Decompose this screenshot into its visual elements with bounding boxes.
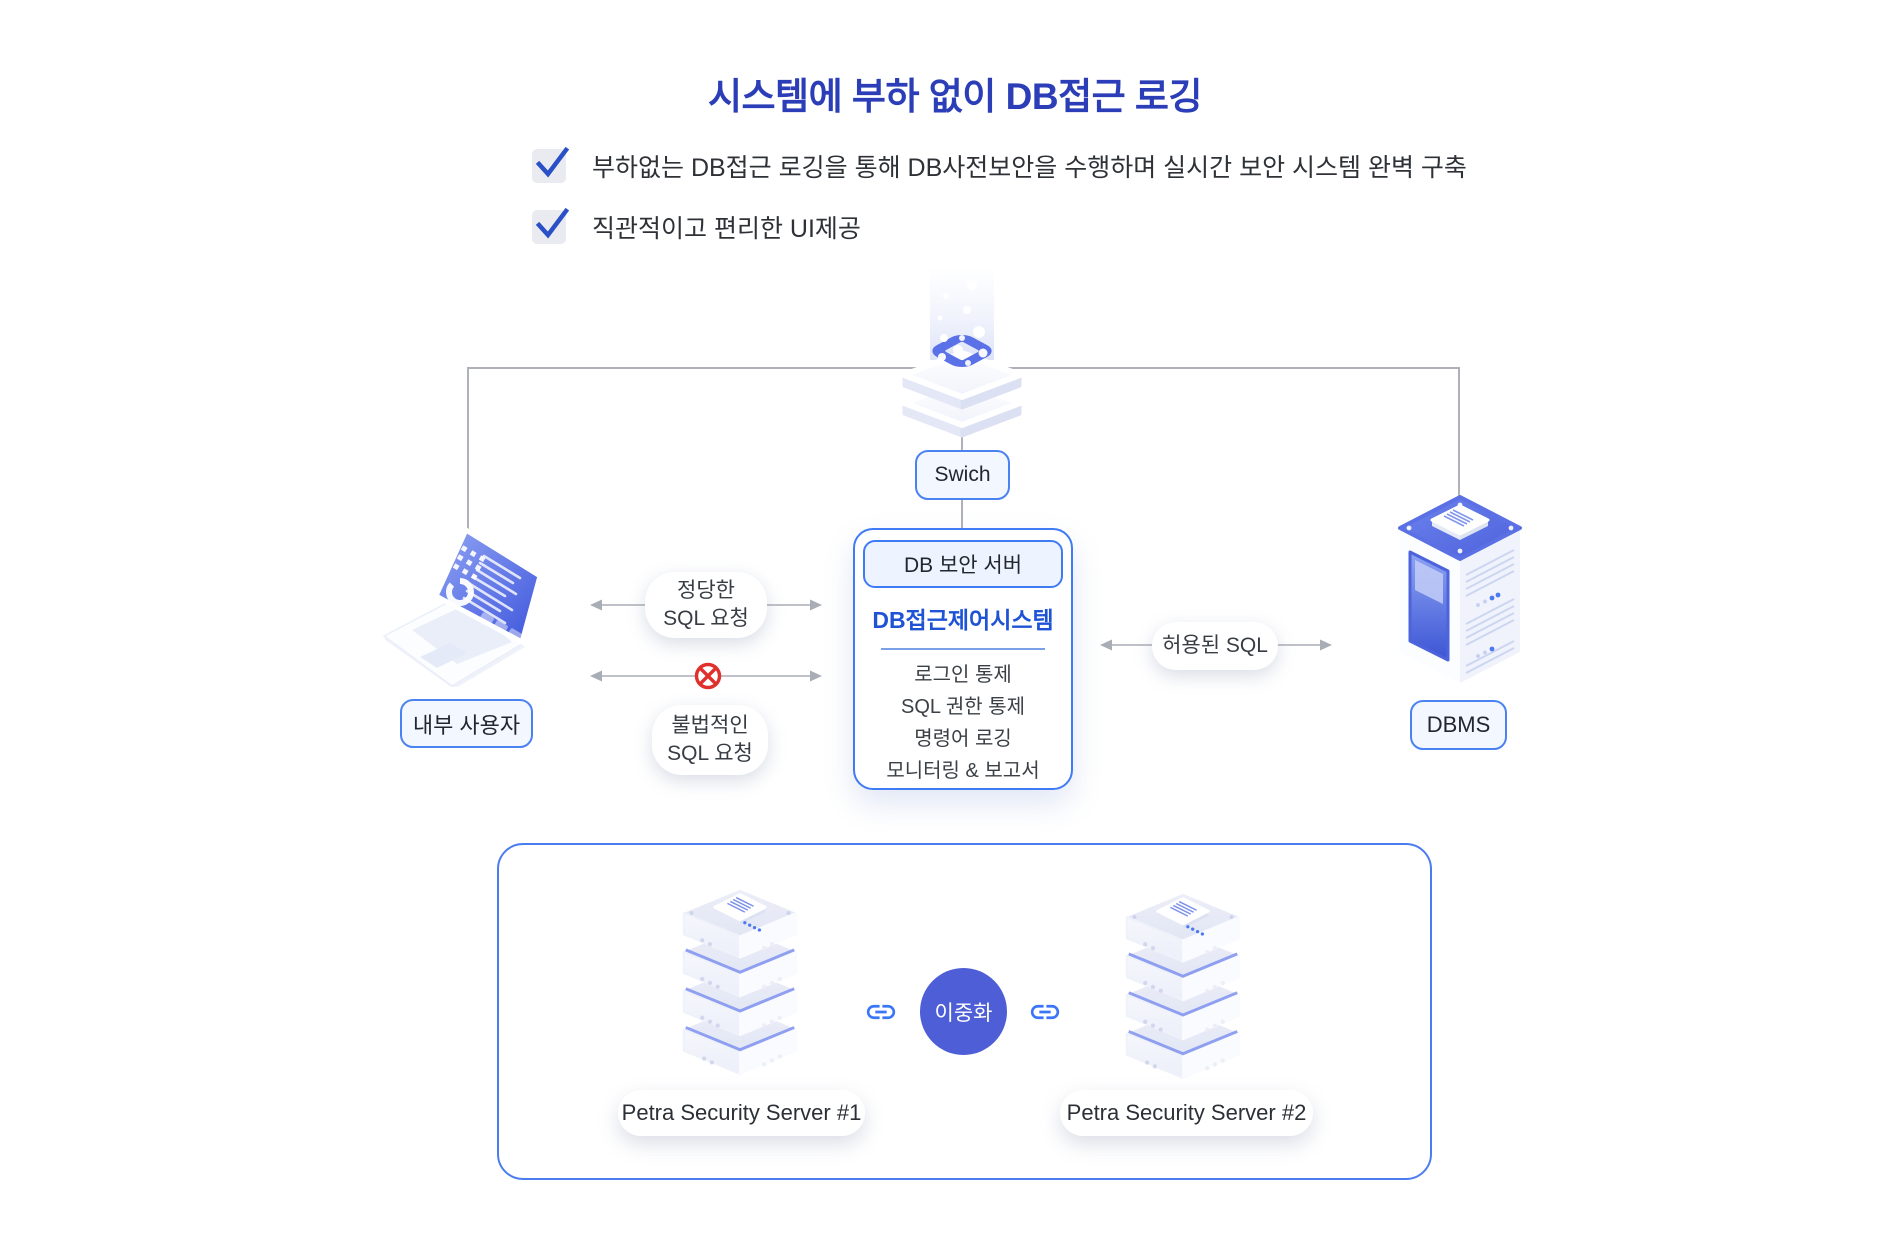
switch-label: Swich (915, 450, 1010, 500)
connector-vertical-dbms (1458, 367, 1460, 498)
petra-server-2-label: Petra Security Server #2 (1060, 1090, 1313, 1136)
link-icon-right (1030, 1004, 1060, 1020)
petra-server-1-label: Petra Security Server #1 (618, 1090, 865, 1136)
internal-user-laptop-icon (383, 527, 543, 687)
db-security-server-title: DB 보안 서버 (863, 540, 1063, 588)
feature-list: 로그인 통제 SQL 권한 통제 명령어 로깅 모니터링 & 보고서 (855, 659, 1071, 787)
bullet-text: 부하없는 DB접근 로깅을 통해 DB사전보안을 수행하며 실시간 보안 시스템… (592, 154, 1467, 182)
bullet-text: 직관적이고 편리한 UI제공 (592, 215, 861, 243)
petra-server-stack-1-icon (682, 889, 798, 1075)
divider (881, 648, 1045, 650)
dbms-server-icon (1398, 495, 1522, 683)
page-title: 시스템에 부하 없이 DB접근 로깅 (707, 76, 1203, 117)
feature-item: 모니터링 & 보고서 (886, 760, 1040, 782)
feature-item: 로그인 통제 (914, 664, 1012, 686)
db-security-server-box: DB 보안 서버 DB접근제어시스템 로그인 통제 SQL 권한 통제 명령어 … (853, 528, 1073, 790)
valid-sql-pill: 정당한 SQL 요청 (645, 572, 767, 638)
db-access-control-system-name: DB접근제어시스템 (872, 607, 1054, 633)
redundancy-badge: 이중화 (920, 968, 1007, 1055)
dbms-label: DBMS (1410, 700, 1507, 750)
link-icon-left (866, 1004, 896, 1020)
bullet-row: 부하없는 DB접근 로깅을 통해 DB사전보안을 수행하며 실시간 보안 시스템… (532, 146, 1467, 184)
switch-icon (901, 265, 1023, 438)
illegal-sql-pill: 불법적인 SQL 요청 (652, 705, 768, 775)
feature-item: SQL 권한 통제 (901, 696, 1025, 718)
blocked-icon (694, 662, 722, 690)
petra-server-stack-2-icon (1125, 892, 1241, 1080)
bullet-row: 직관적이고 편리한 UI제공 (532, 207, 861, 245)
allowed-sql-pill: 허용된 SQL (1152, 622, 1278, 670)
connector-vertical-user (467, 367, 469, 535)
connector-vertical-security-server (961, 367, 963, 530)
checkmark-icon (532, 207, 570, 244)
feature-item: 명령어 로깅 (914, 728, 1012, 750)
internal-user-label: 내부 사용자 (400, 699, 533, 748)
checkmark-icon (532, 146, 570, 183)
